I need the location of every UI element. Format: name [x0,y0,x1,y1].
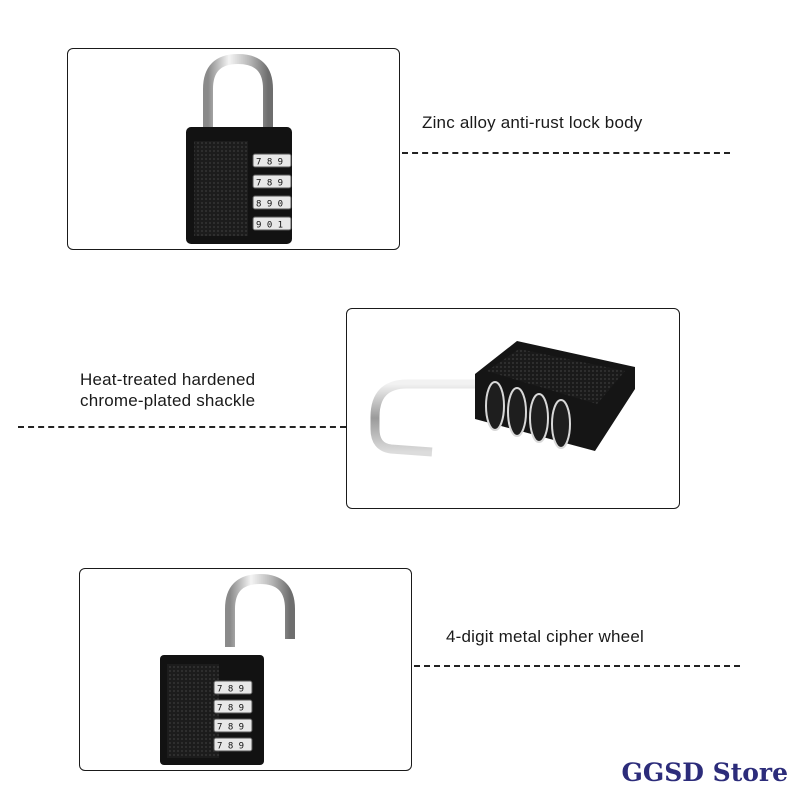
product-image-frame-shackle [346,308,680,509]
dial-digits-4: 9 0 1 [256,221,283,231]
padlock-closed-image: 7 8 9 7 8 9 8 9 0 9 0 1 [186,53,292,244]
cipher-wheel-stack [485,381,571,449]
store-watermark: GGSD Store [621,758,789,787]
caption-line-2: chrome-plated shackle [80,391,256,410]
product-image-frame-body: 7 8 9 7 8 9 8 9 0 9 0 1 [67,48,400,250]
dial-digits-4: 7 8 9 [217,742,244,752]
leader-line-cipher [414,665,740,667]
dial-digits-1: 7 8 9 [217,685,244,695]
dial-digits-3: 8 9 0 [256,200,283,210]
dial-digits-3: 7 8 9 [217,723,244,733]
dial-digits-1: 7 8 9 [256,158,283,168]
leader-line-body [402,152,730,154]
cipher-wheel-stack: 7 8 9 7 8 9 7 8 9 7 8 9 [213,680,253,752]
caption-line-1: Heat-treated hardened [80,370,256,389]
padlock-open-front-image: 7 8 9 7 8 9 7 8 9 7 8 9 [160,573,295,765]
dial-digits-2: 7 8 9 [217,704,244,714]
dial-digits-2: 7 8 9 [256,179,283,189]
product-image-frame-cipher: 7 8 9 7 8 9 7 8 9 7 8 9 [79,568,412,771]
feature-caption-cipher: 4-digit metal cipher wheel [446,627,644,646]
cipher-wheel-stack: 7 8 9 7 8 9 8 9 0 9 0 1 [252,153,292,231]
feature-caption-body: Zinc alloy anti-rust lock body [422,113,643,132]
leader-line-shackle [18,426,346,428]
feature-caption-shackle: Heat-treated hardened chrome-plated shac… [80,369,255,411]
padlock-open-angled-image [370,341,635,457]
